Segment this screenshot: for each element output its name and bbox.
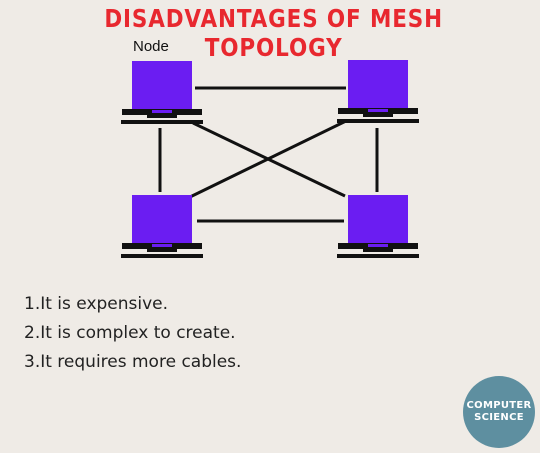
laptop-foot: [147, 115, 177, 118]
laptop-keyboard: [368, 109, 388, 112]
list-item: 3.It requires more cables.: [24, 352, 242, 372]
laptop-screen: [132, 61, 192, 109]
laptop-foot: [147, 249, 177, 252]
connection-links: [158, 86, 379, 223]
link-diagonal-b: [189, 119, 347, 199]
laptop-screen: [348, 195, 408, 243]
laptop-keyboard: [368, 244, 388, 247]
laptop-node-bottom-right: [337, 195, 419, 258]
laptop-node-bottom-left: [121, 195, 203, 258]
list-item: 2.It is complex to create.: [24, 323, 236, 343]
laptop-keyboard: [152, 110, 172, 113]
laptop-foot: [363, 249, 393, 252]
laptop-screen: [348, 60, 408, 108]
disadvantages-list: 1.It is expensive. 2.It is complex to cr…: [24, 290, 241, 377]
list-item: 1.It is expensive.: [24, 294, 169, 314]
laptop-screen: [132, 195, 192, 243]
page-title: DISADVANTAGES OF MESH TOPOLOGY: [104, 4, 443, 62]
laptop-foot: [363, 114, 393, 117]
node-label: Node: [133, 38, 169, 55]
laptop-node-top-left: [121, 61, 203, 124]
logo-line-2: SCIENCE: [474, 412, 524, 423]
logo-line-1: COMPUTER: [466, 400, 532, 411]
computer-science-logo: COMPUTER SCIENCE: [463, 376, 535, 448]
laptop-node-top-right: [337, 60, 419, 123]
laptop-keyboard: [152, 244, 172, 247]
